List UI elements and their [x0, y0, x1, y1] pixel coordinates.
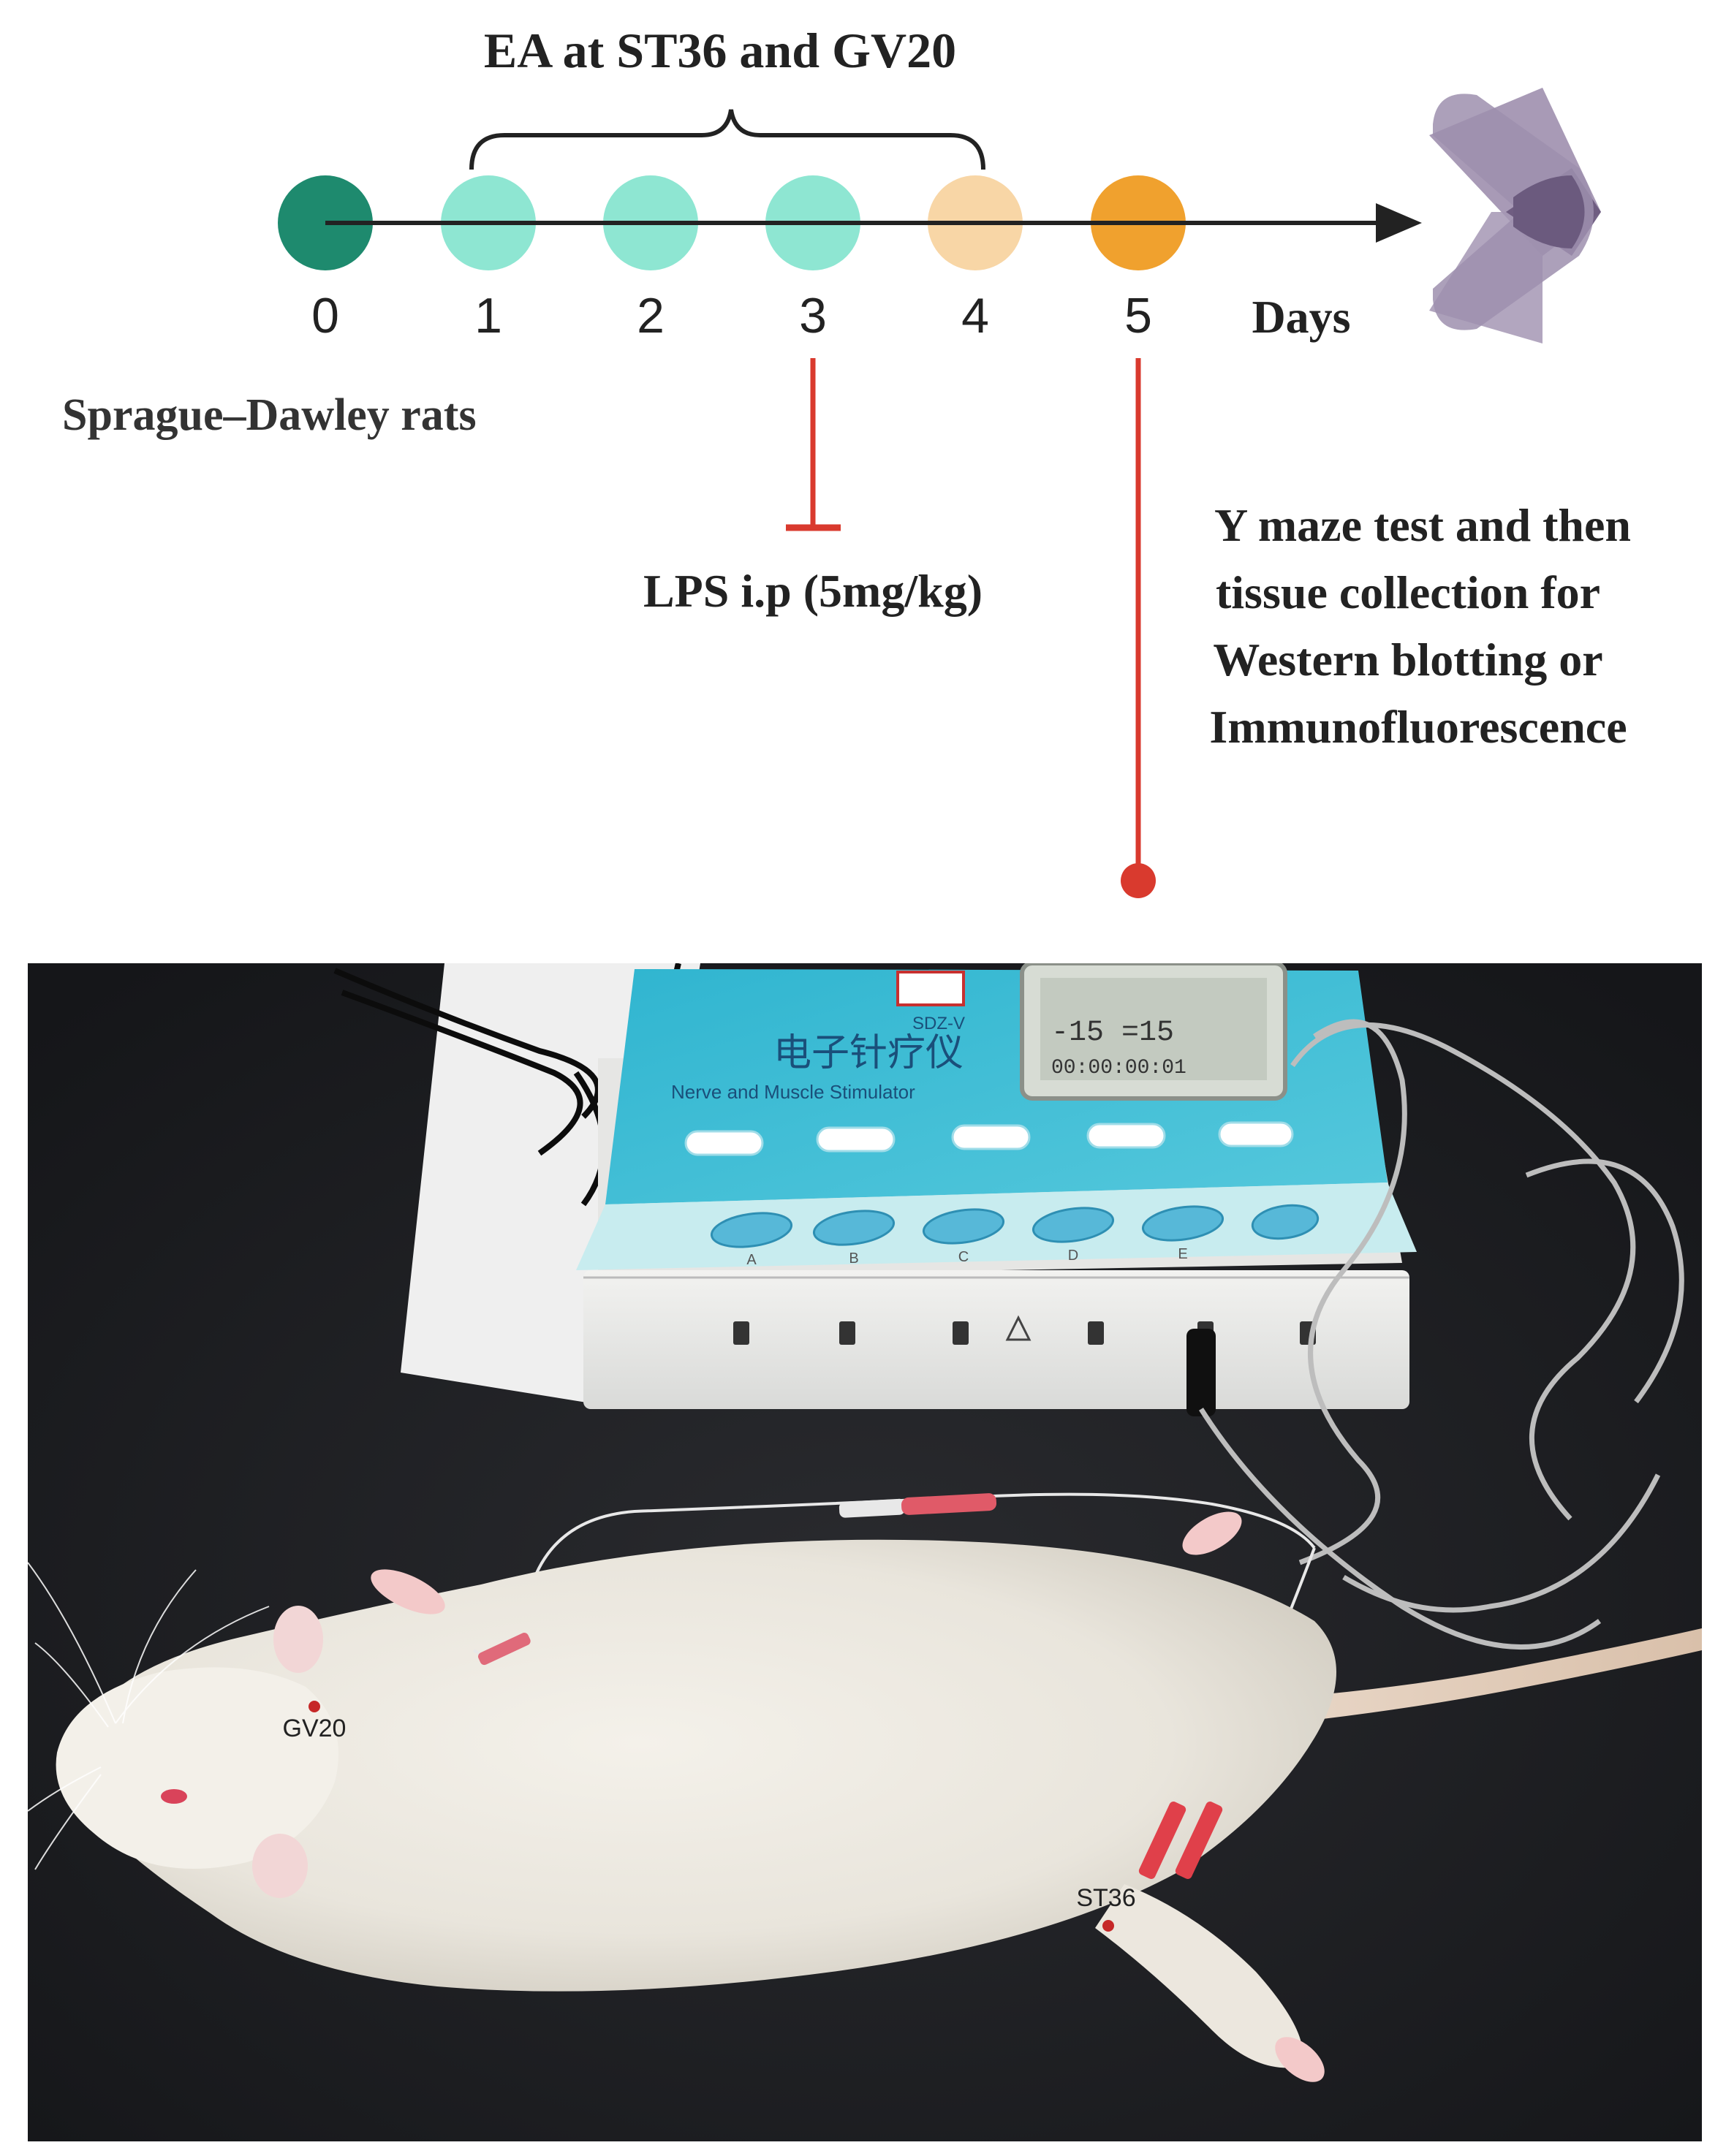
- lps-label: LPS i.p (5mg/kg): [643, 565, 983, 617]
- rat-eye: [161, 1789, 187, 1804]
- rat-whiskers: [28, 1562, 270, 1870]
- channel-button-f: [1251, 1204, 1320, 1240]
- control-button-3: [951, 1124, 1031, 1150]
- output-jack-4: [1088, 1321, 1104, 1345]
- lead-connector: [839, 1493, 997, 1518]
- st36-point: [1102, 1920, 1114, 1932]
- time-axis-arrowhead: [1376, 203, 1422, 243]
- experiment-photo: -15 =15 00:00:00:01 电子针疗仪 Nerve and Musc…: [28, 963, 1702, 2141]
- channel-button-e: [1141, 1205, 1225, 1242]
- channel-button-b: [812, 1210, 896, 1246]
- day-label-1: 1: [474, 288, 502, 343]
- control-button-1: [684, 1130, 764, 1156]
- channel-button-d: [1032, 1207, 1115, 1243]
- device-model: SDZ-V: [912, 1014, 965, 1033]
- control-button-4: [1086, 1123, 1166, 1149]
- outcome-marker-dot: [1121, 863, 1156, 898]
- output-jack-1: [733, 1321, 749, 1345]
- channel-label-e: E: [1178, 1246, 1187, 1262]
- channel-label-a: A: [746, 1252, 757, 1268]
- device-subtitle: Nerve and Muscle Stimulator: [671, 1081, 915, 1103]
- day-label-5: 5: [1124, 288, 1152, 343]
- day-label-3: 3: [799, 288, 827, 343]
- day-label-0: 0: [311, 288, 339, 343]
- subject-label: Sprague–Dawley rats: [62, 390, 477, 440]
- electrode-clip-leg: [1138, 1802, 1223, 1879]
- outcome-line-2: tissue collection for: [1216, 566, 1600, 618]
- channel-button-c: [922, 1208, 1005, 1245]
- outcome-line-1: Y maze test and then: [1214, 499, 1631, 551]
- warning-triangle-icon: [1005, 1315, 1032, 1341]
- stimulator-device: -15 =15 00:00:00:01 电子针疗仪 Nerve and Musc…: [576, 963, 1417, 1416]
- rat-ear-left: [273, 1606, 323, 1673]
- rat: [28, 1511, 1336, 2082]
- ea-label: EA at ST36 and GV20: [484, 23, 956, 78]
- rat-hindleg-bottom: [1095, 1884, 1303, 2068]
- day-label-4: 4: [961, 288, 989, 343]
- channel-label-b: B: [849, 1250, 858, 1267]
- svg-text:00:00:00:01: 00:00:00:01: [1051, 1057, 1186, 1079]
- svg-text:-15 =15: -15 =15: [1051, 1017, 1174, 1049]
- grey-cables: [1199, 1019, 1684, 1650]
- ea-brace: [469, 109, 985, 170]
- outcome-line-3: Western blotting or: [1213, 634, 1602, 686]
- rat-ear-right: [252, 1834, 308, 1898]
- channel-label-c: C: [958, 1249, 969, 1265]
- day-label-2: 2: [637, 288, 665, 343]
- device-title: 电子针疗仪: [773, 1031, 964, 1075]
- channel-button-a: [710, 1212, 793, 1248]
- channel-label-d: D: [1068, 1248, 1078, 1264]
- output-jack-3: [953, 1321, 969, 1345]
- days-unit-label: Days: [1252, 291, 1350, 343]
- rat-forepaw-top: [371, 1569, 445, 1614]
- control-button-5: [1218, 1121, 1294, 1147]
- st36-label: ST36: [1076, 1884, 1135, 1912]
- rat-hindpaw-top: [1182, 1511, 1242, 1555]
- black-plug: [1186, 1329, 1216, 1416]
- chevron-logo-icon: [1429, 88, 1601, 343]
- gv20-point: [309, 1701, 320, 1712]
- experimental-timeline: EA at ST36 and GV20 0 1 2 3 4 5 Days Spr…: [62, 23, 1631, 898]
- control-button-2: [816, 1126, 896, 1153]
- rat-tail: [1285, 1628, 1702, 1723]
- outcome-line-4: Immunofluorescence: [1209, 701, 1627, 753]
- output-jack-2: [839, 1321, 855, 1345]
- gv20-label: GV20: [283, 1715, 347, 1742]
- electrode-clip-head: [472, 1633, 531, 1666]
